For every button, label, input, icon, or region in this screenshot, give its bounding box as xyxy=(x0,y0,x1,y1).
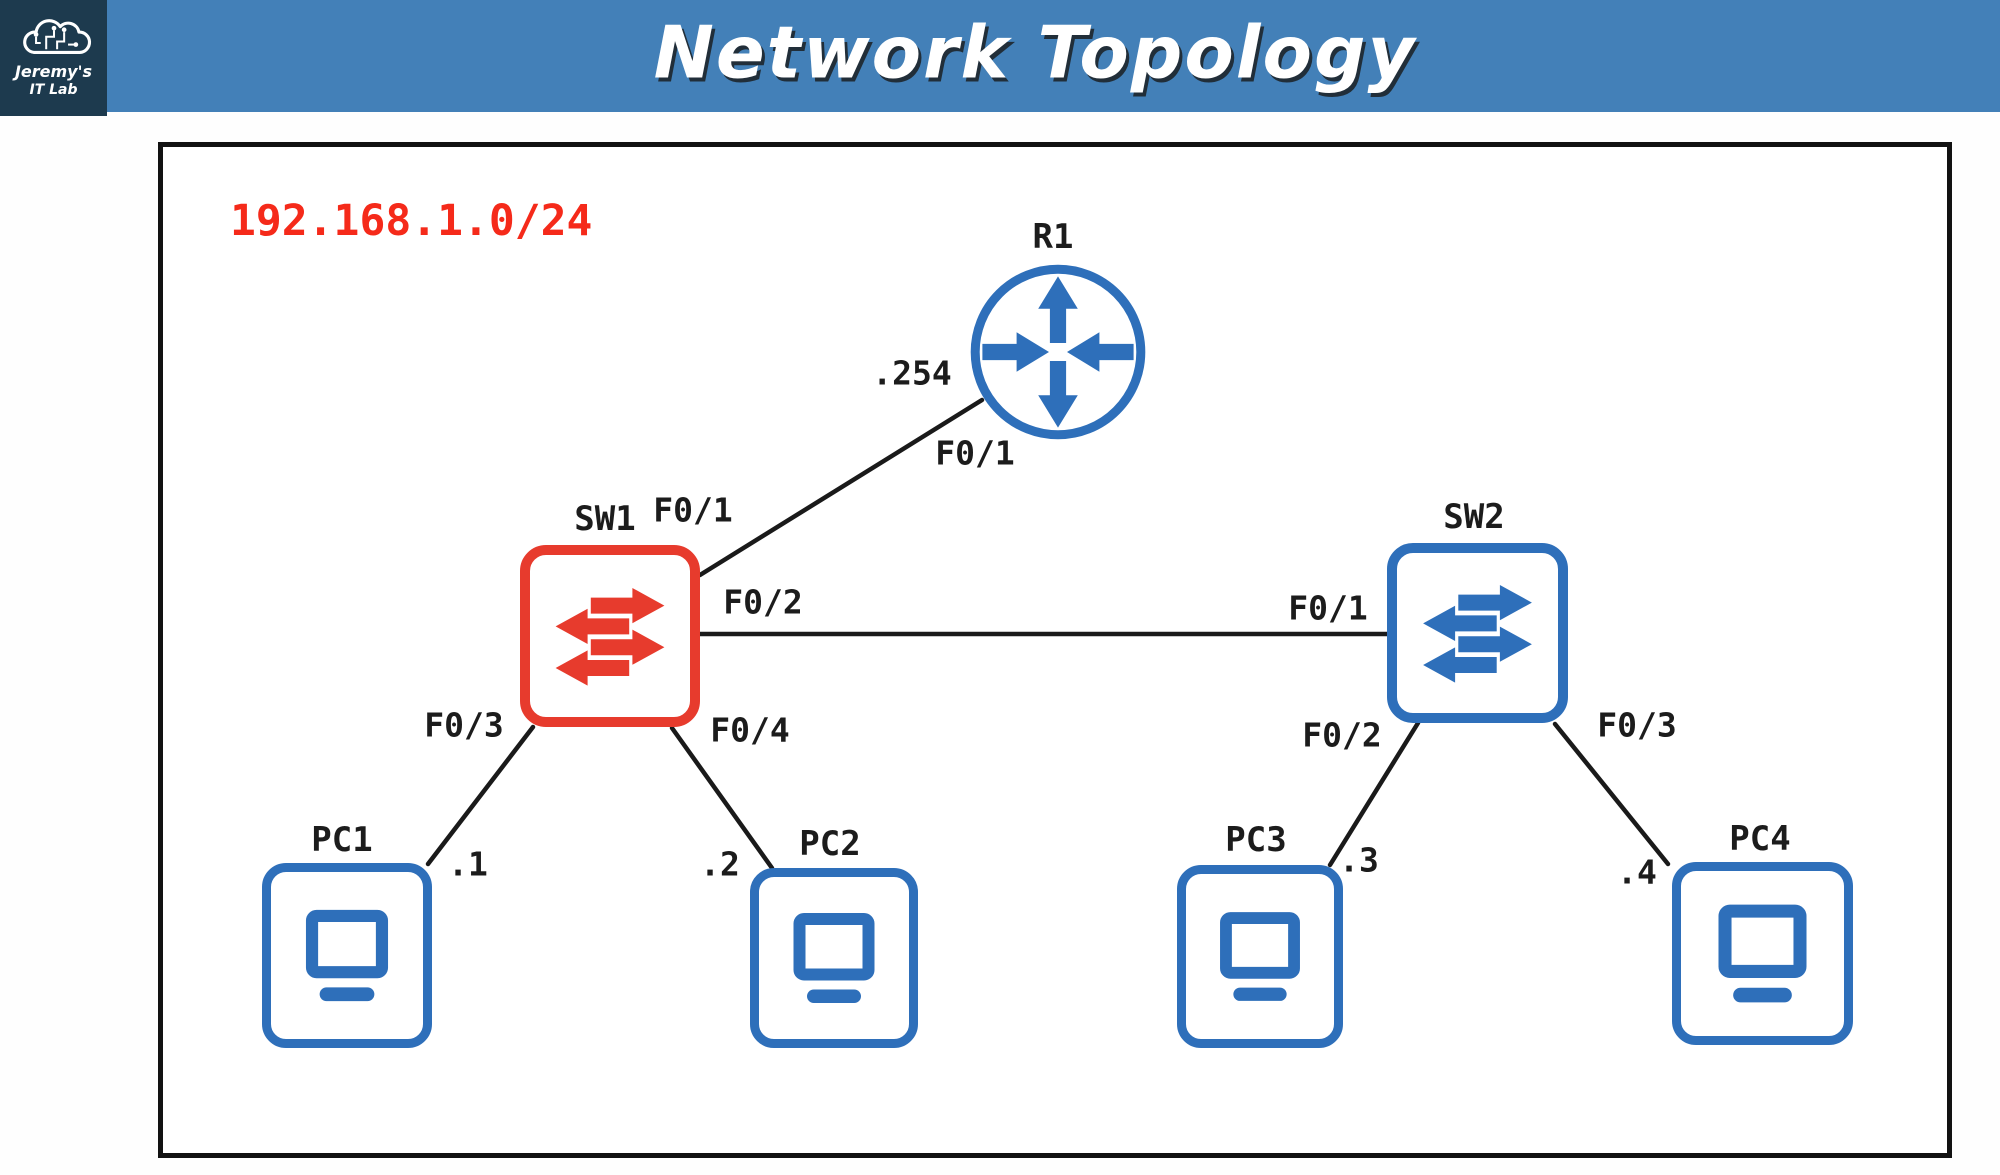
page-title: Network Topology xyxy=(653,10,1417,95)
router-icon xyxy=(970,264,1146,440)
r1-ip-label: .254 xyxy=(872,353,952,393)
monitor-icon xyxy=(1220,912,1300,1001)
sw2-port-f0-3-label: F0/3 xyxy=(1597,705,1677,745)
monitor-icon xyxy=(793,913,875,1003)
monitor-icon xyxy=(1718,904,1807,1003)
sw2-name-label: SW2 xyxy=(1443,497,1505,537)
r1-name-label: R1 xyxy=(1032,217,1074,257)
pc3-name-label: PC3 xyxy=(1225,820,1287,860)
pc1-ip-label: .1 xyxy=(448,844,488,884)
logo-text-line2: IT Lab xyxy=(29,82,78,98)
pc1-name-label: PC1 xyxy=(311,820,373,860)
logo-text-line1: Jeremy's xyxy=(14,62,93,81)
pc4-name-label: PC4 xyxy=(1729,819,1791,859)
pc2-ip-label: .2 xyxy=(700,844,740,884)
node-sw1-switch xyxy=(520,545,700,727)
jeremys-it-lab-logo: Jeremy's IT Lab xyxy=(0,0,107,116)
sw1-name-label: SW1 xyxy=(574,499,636,539)
switch-icon xyxy=(555,588,665,686)
switch-icon xyxy=(1423,585,1532,683)
sw2-port-f0-2-label: F0/2 xyxy=(1302,715,1382,755)
sw1-port-f0-3-label: F0/3 xyxy=(424,705,504,745)
node-pc1 xyxy=(262,863,432,1048)
node-pc4 xyxy=(1672,862,1853,1045)
sw1-port-f0-4-label: F0/4 xyxy=(710,710,790,750)
node-pc3 xyxy=(1177,865,1343,1048)
r1-port-f0-1-label: F0/1 xyxy=(935,433,1015,473)
pc2-name-label: PC2 xyxy=(799,824,861,864)
sw1-port-f0-1-label: F0/1 xyxy=(653,490,733,530)
pc3-ip-label: .3 xyxy=(1339,840,1379,880)
header-bar: Network Topology Jeremy's IT Lab xyxy=(0,0,2000,116)
monitor-icon xyxy=(305,909,389,1002)
sw1-port-f0-2-label: F0/2 xyxy=(723,582,803,622)
pc4-ip-label: .4 xyxy=(1617,852,1657,892)
node-pc2 xyxy=(750,868,918,1048)
node-sw2-switch xyxy=(1387,543,1568,723)
cloud-circuit-icon xyxy=(22,19,91,54)
sw2-port-f0-1-label: F0/1 xyxy=(1288,588,1368,628)
node-r1-router xyxy=(968,262,1148,442)
subnet-label: 192.168.1.0/24 xyxy=(230,196,593,246)
